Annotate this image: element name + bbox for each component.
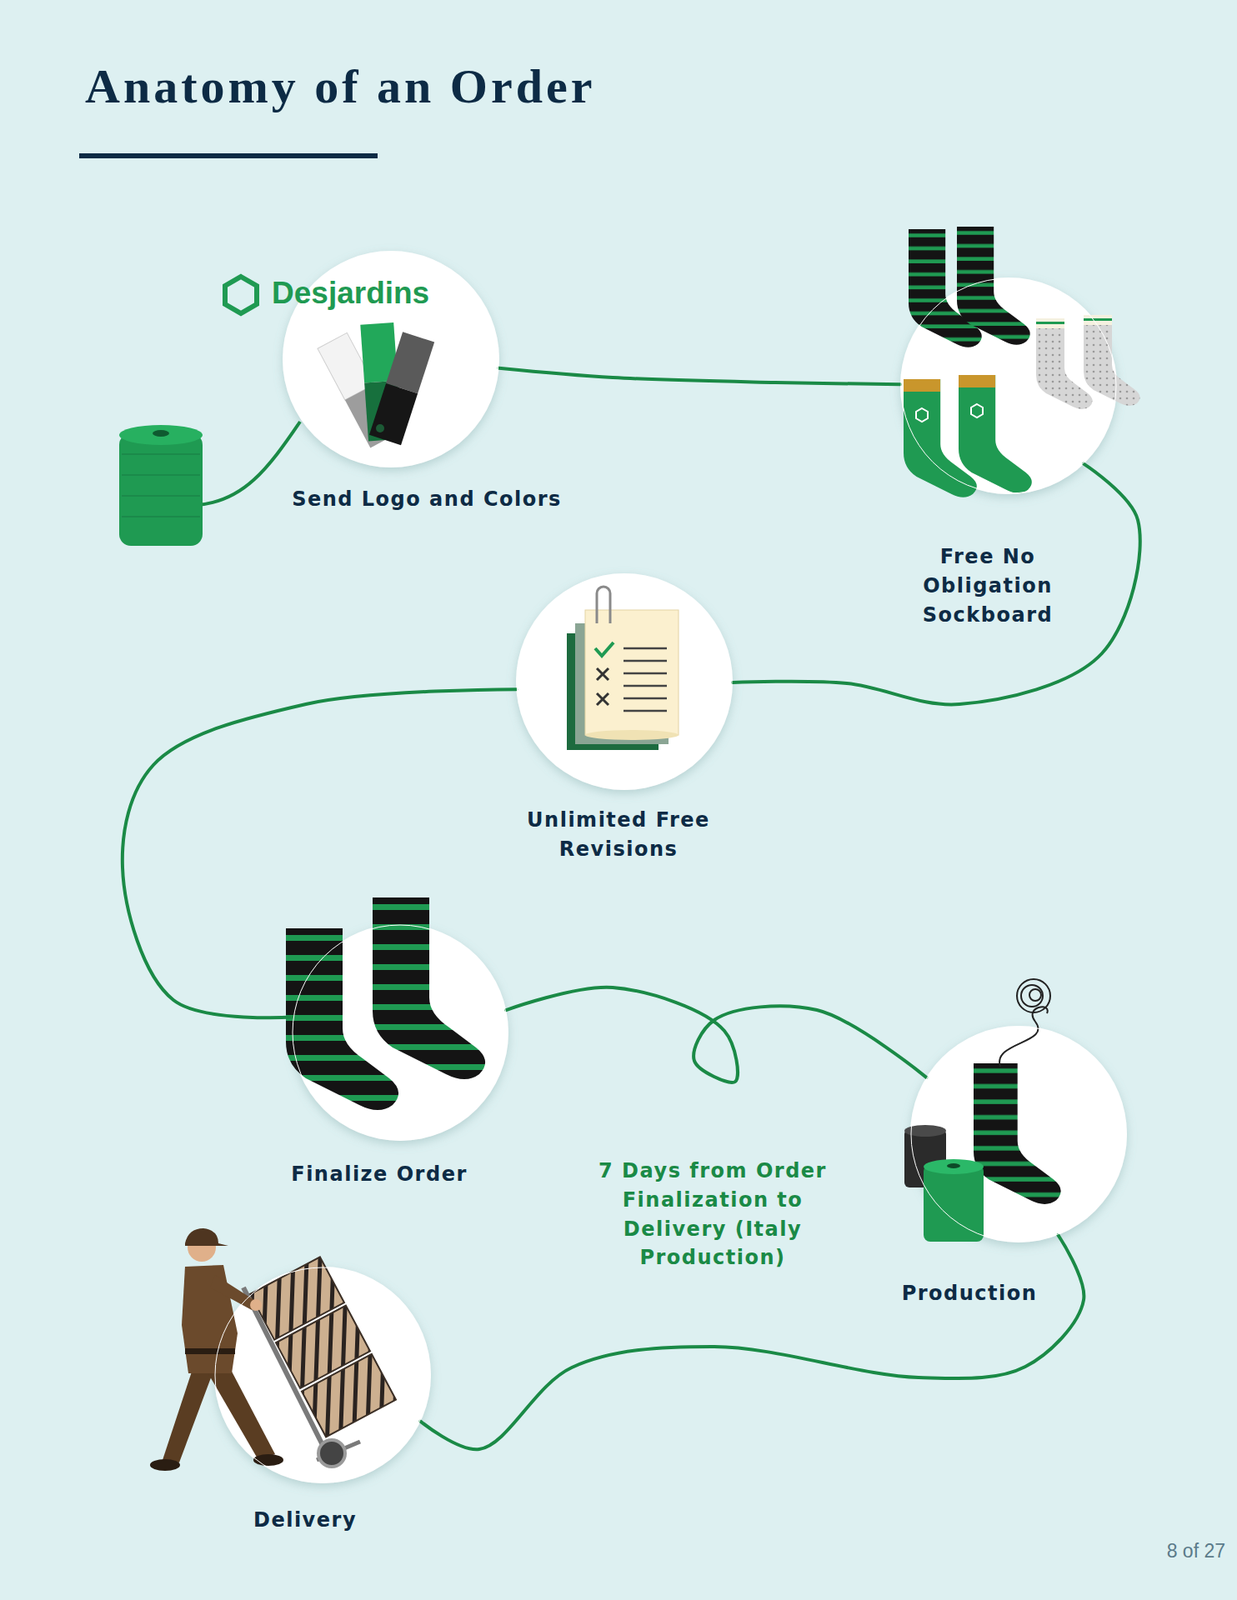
sock-samples: [903, 226, 1141, 498]
circle-outline: [291, 924, 509, 1142]
step-circle: Unlimited Free Revisions: [515, 573, 733, 791]
timing-note: 7 Days from Order Finalization to Delive…: [570, 1156, 855, 1273]
step-circle: Delivery: [214, 1267, 431, 1484]
final-socks: [285, 897, 486, 1111]
step-discs: [214, 250, 1127, 1484]
revision-checklist: [566, 586, 679, 751]
thread-connector: [122, 689, 516, 1018]
step-circle: Finalize Order: [291, 924, 509, 1142]
delivery-courier: [150, 1228, 396, 1472]
step-label: Send Logo and Colors: [276, 485, 577, 515]
title-rule: [79, 153, 378, 159]
logo-hexagon: [225, 276, 257, 314]
step-circle: Production: [910, 1026, 1127, 1243]
page-title: Anatomy of an Order: [85, 58, 596, 115]
step-label: Delivery: [213, 1506, 397, 1536]
brand-logo-text: Desjardins: [271, 275, 489, 312]
step-label: Production: [869, 1279, 1070, 1309]
thread-connector: [505, 987, 927, 1083]
color-swatches: [317, 322, 435, 448]
step-circle: Free No Obligation Sockboard: [900, 277, 1117, 495]
step-label: Unlimited Free Revisions: [497, 806, 740, 865]
circle-outline: [910, 1026, 1127, 1243]
thread-connector: [499, 368, 901, 385]
circle-outline: [900, 277, 1117, 495]
step-label: Free No Obligation Sockboard: [879, 542, 1097, 630]
thread-spool: [119, 421, 301, 546]
page-number: 8 of 27: [1141, 1540, 1226, 1564]
circle-outline: [214, 1267, 431, 1484]
thread-connector: [732, 464, 1141, 706]
production-sock: [904, 979, 1062, 1243]
circle-outline: [515, 573, 733, 791]
step-label: Finalize Order: [254, 1160, 505, 1190]
